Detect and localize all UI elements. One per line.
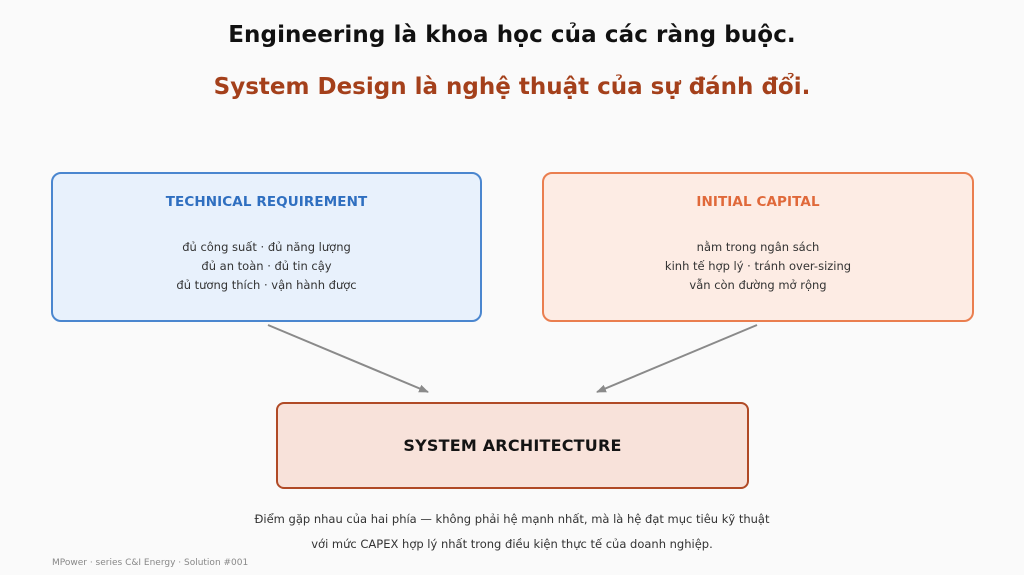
technical-requirement-list: đủ công suất · đủ năng lượng đủ an toàn … — [53, 238, 480, 295]
headline-engineering: Engineering là khoa học của các ràng buộ… — [228, 22, 796, 48]
initial-capital-title: INITIAL CAPITAL — [696, 194, 820, 210]
initial-capital-line: vẫn còn đường mở rộng — [689, 278, 827, 292]
system-architecture-title: SYSTEM ARCHITECTURE — [403, 436, 622, 455]
headline-system-design: System Design là nghệ thuật của sự đánh … — [213, 74, 811, 100]
technical-requirement-line: đủ công suất · đủ năng lượng — [182, 240, 351, 254]
technical-requirement-line: đủ an toàn · đủ tin cậy — [201, 259, 332, 273]
arrow-capital-to-architecture — [596, 324, 758, 393]
technical-requirement-title: TECHNICAL REQUIREMENT — [165, 194, 368, 210]
system-architecture-box: SYSTEM ARCHITECTURE — [276, 402, 749, 489]
technical-requirement-box: TECHNICAL REQUIREMENT đủ công suất · đủ … — [51, 172, 482, 322]
initial-capital-box: INITIAL CAPITAL nằm trong ngân sách kinh… — [542, 172, 974, 322]
arrow-technical-to-architecture — [267, 324, 429, 393]
caption-line: Điểm gặp nhau của hai phía — không phải … — [254, 512, 770, 526]
caption-line: với mức CAPEX hợp lý nhất trong điều kiệ… — [311, 537, 713, 551]
footer-credit: MPower · series C&I Energy · Solution #0… — [52, 558, 249, 568]
technical-requirement-line: đủ tương thích · vận hành được — [176, 278, 357, 292]
initial-capital-line: kinh tế hợp lý · tránh over-sizing — [664, 259, 852, 273]
initial-capital-line: nằm trong ngân sách — [696, 240, 820, 254]
initial-capital-list: nằm trong ngân sách kinh tế hợp lý · trá… — [544, 238, 972, 295]
